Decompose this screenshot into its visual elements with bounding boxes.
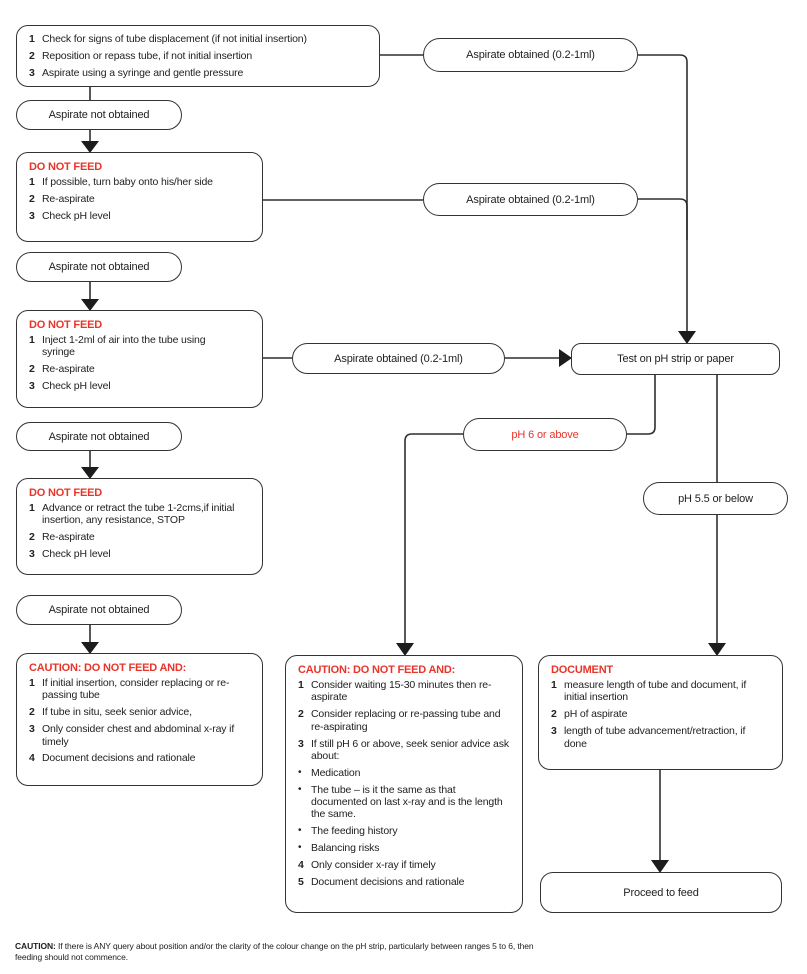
list-item: 1 If possible, turn baby onto his/her si… [29, 176, 213, 188]
list-item: 1 Inject 1-2ml of air into the tube usin… [29, 334, 206, 359]
arrowhead-down-icon [396, 643, 414, 656]
connector-lines [89, 54, 718, 861]
list-item: 3 Check pH level [29, 380, 111, 393]
list-item: 3 Only consider chest and abdominal x-ra… [29, 723, 235, 748]
node-document: DOCUMENT 1 measure length of tube and do… [538, 655, 783, 770]
list-item: 2 Reposition or repass tube, if not init… [29, 49, 253, 62]
node-do-not-feed-3: DO NOT FEED 1 Advance or retract the tub… [16, 478, 263, 575]
pill-aspirate-obtained-1: Aspirate obtained (0.2-1ml) [423, 38, 638, 72]
pill-aspirate-not-obtained-1: Aspirate not obtained [16, 100, 182, 130]
arrowhead-down-icon [81, 299, 99, 311]
pill-aspirate-obtained-2: Aspirate obtained (0.2-1ml) [423, 183, 638, 216]
pill-aspirate-obtained-3: Aspirate obtained (0.2-1ml) [292, 343, 505, 374]
node-do-not-feed-2: DO NOT FEED 1 Inject 1-2ml of air into t… [16, 310, 263, 408]
list-item-bullet: • Medication [298, 766, 361, 779]
list-item: 5 Document decisions and rationale [298, 875, 465, 888]
node-title: DO NOT FEED [29, 161, 102, 173]
node-caution-middle: CAUTION: DO NOT FEED AND: 1 Consider wai… [285, 655, 523, 913]
list-item-bullet: • Balancing risks [298, 842, 380, 855]
pill-ph-5-5-or-below: pH 5.5 or below [643, 482, 788, 515]
list-item: 3 length of tube advancement/retraction,… [551, 725, 746, 750]
list-item: 2 Re-aspirate [29, 363, 95, 376]
bullet-icon: • [298, 766, 302, 778]
list-item: 3 Check pH level [29, 548, 111, 561]
list-item: 4 Only consider x-ray if timely [298, 859, 436, 871]
footer-caution-note: CAUTION: If there is ANY query about pos… [15, 941, 534, 963]
list-item: 2 If tube in situ, seek senior advice, [29, 706, 192, 719]
list-item-bullet: • The feeding history [298, 825, 398, 838]
arrowheads [81, 141, 726, 873]
list-item: 2 Consider replacing or re-passing tube … [298, 708, 501, 733]
arrowhead-down-icon [81, 642, 99, 654]
node-title: DO NOT FEED [29, 319, 102, 331]
pill-ph-6-or-above: pH 6 or above [463, 418, 627, 451]
list-item: 1 Advance or retract the tube 1-2cms,if … [29, 502, 235, 527]
list-item-bullet: • The tube – is it the same as that docu… [298, 783, 503, 821]
node-test-ph-strip: Test on pH strip or paper [571, 343, 780, 375]
list-item: 3 Aspirate using a syringe and gentle pr… [29, 66, 244, 79]
list-item: 2 Re-aspirate [29, 531, 95, 544]
list-item: 1 Consider waiting 15-30 minutes then re… [298, 679, 492, 704]
list-item: 2 Re-aspirate [29, 192, 95, 205]
list-item: 1 If initial insertion, consider replaci… [29, 677, 230, 702]
pill-aspirate-not-obtained-2: Aspirate not obtained [16, 252, 182, 282]
list-item: 1 Check for signs of tube displacement (… [29, 33, 307, 45]
node-title: DOCUMENT [551, 664, 613, 676]
list-item: 3 Check pH level [29, 209, 111, 222]
bullet-icon: • [298, 783, 302, 795]
footer-caution-label: CAUTION: [15, 941, 56, 951]
node-title: DO NOT FEED [29, 487, 102, 499]
arrowhead-down-icon [651, 860, 669, 873]
arrowhead-down-icon [81, 467, 99, 479]
bullet-icon: • [298, 825, 302, 837]
list-item: 3 If still pH 6 or above, seek senior ad… [298, 737, 509, 762]
node-do-not-feed-1: DO NOT FEED 1 If possible, turn baby ont… [16, 152, 263, 242]
node-title: CAUTION: DO NOT FEED AND: [298, 664, 456, 676]
node-title: CAUTION: DO NOT FEED AND: [29, 662, 187, 674]
arrowhead-down-icon [678, 331, 696, 344]
arrowhead-down-icon [708, 643, 726, 656]
list-item: 2 pH of aspirate [551, 708, 628, 721]
list-item: 1 measure length of tube and document, i… [551, 679, 747, 704]
bullet-icon: • [298, 842, 302, 854]
node-initial-checks: 1 Check for signs of tube displacement (… [16, 25, 380, 87]
pill-proceed-to-feed: Proceed to feed [540, 872, 782, 913]
pill-aspirate-not-obtained-4: Aspirate not obtained [16, 595, 182, 625]
arrowhead-right-icon [559, 349, 572, 367]
pill-aspirate-not-obtained-3: Aspirate not obtained [16, 422, 182, 451]
arrowhead-down-icon [81, 141, 99, 153]
list-item: 4 Document decisions and rationale [29, 752, 196, 765]
node-caution-left: CAUTION: DO NOT FEED AND: 1 If initial i… [16, 653, 263, 786]
